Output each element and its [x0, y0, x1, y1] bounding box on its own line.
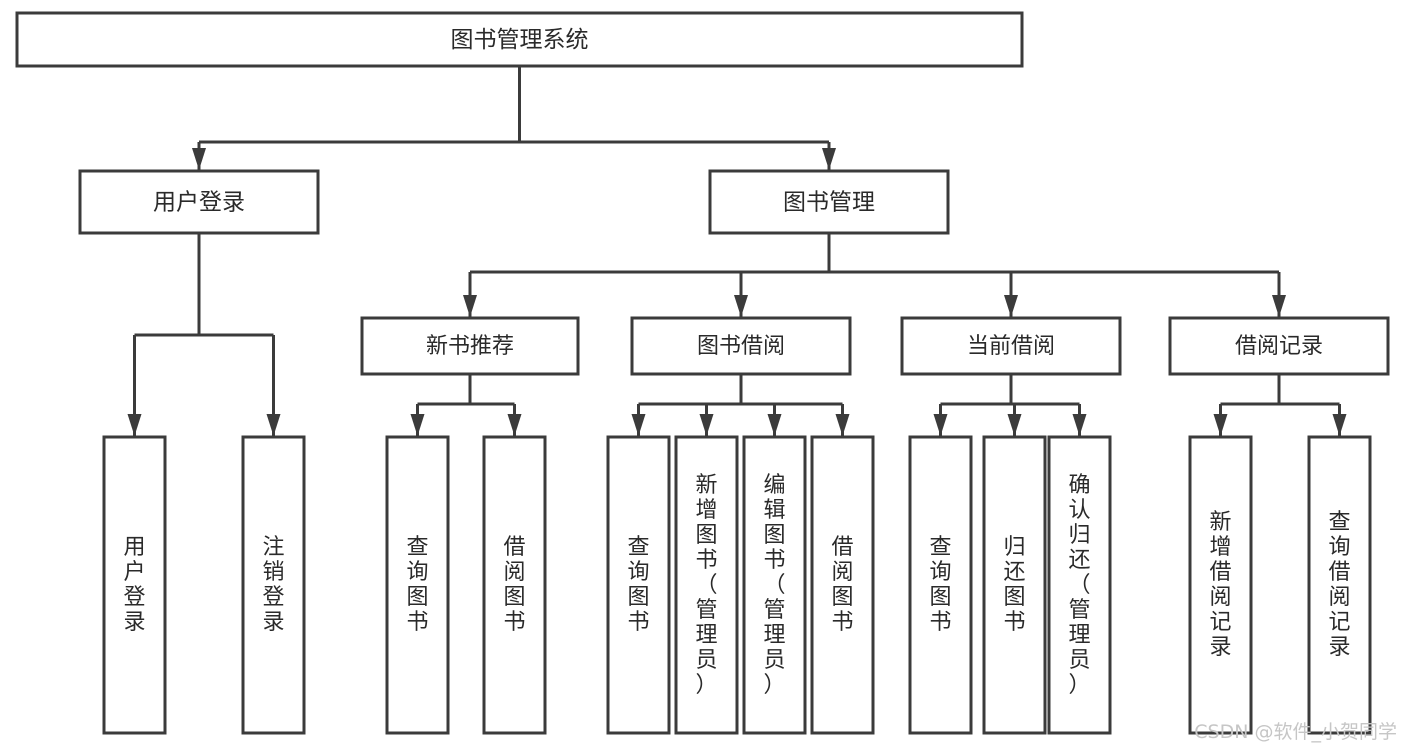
- book-manage-arrow-1: [734, 295, 748, 317]
- connector-layer: [127, 66, 1347, 436]
- leaf-book-borrow-arrow-1: [699, 414, 714, 436]
- leaf-current-borrow-arrow-0: [933, 414, 948, 436]
- node-leaf-borrow-book-rec[interactable]: [482, 435, 547, 735]
- node-leaf-user-login[interactable]: [102, 435, 167, 735]
- leaf-user-login-arrow-0: [127, 414, 142, 436]
- node-leaf-return-book[interactable]: [982, 435, 1047, 735]
- node-leaf-add-book-admin[interactable]: [674, 435, 739, 735]
- node-user-login[interactable]: [78, 169, 320, 235]
- book-manage-arrow-0: [463, 295, 477, 317]
- leaf-current-borrow-arrow-1: [1007, 414, 1022, 436]
- node-leaf-confirm-return[interactable]: [1047, 435, 1112, 735]
- leaf-user-login-arrow-1: [266, 414, 281, 436]
- node-leaf-edit-book-admin[interactable]: [742, 435, 807, 735]
- node-leaf-query-book-cur[interactable]: [908, 435, 973, 735]
- node-label-borrow-record: 借阅记录: [1235, 334, 1323, 359]
- node-root-root[interactable]: [15, 11, 1024, 68]
- node-label-user-login: 用户登录: [153, 190, 245, 216]
- leaf-borrow-record-arrow-0: [1213, 414, 1228, 436]
- leaf-new-book-recommend-arrow-0: [410, 414, 425, 436]
- root-arrow-0: [192, 148, 206, 170]
- node-label-book-manage: 图书管理: [783, 190, 875, 216]
- leaf-current-borrow-arrow-2: [1072, 414, 1087, 436]
- node-borrow-record[interactable]: [1168, 316, 1390, 376]
- node-leaf-borrow-book-bor[interactable]: [810, 435, 875, 735]
- leaf-book-borrow-arrow-2: [767, 414, 782, 436]
- node-leaf-add-borrow-record[interactable]: [1188, 435, 1253, 735]
- leaf-new-book-recommend-arrow-1: [507, 414, 522, 436]
- node-leaf-query-borrow-record[interactable]: [1307, 435, 1372, 735]
- book-manage-arrow-3: [1272, 295, 1286, 317]
- node-leaf-query-book-bor[interactable]: [606, 435, 671, 735]
- node-label-new-book-recommend: 新书推荐: [426, 334, 514, 359]
- node-label-current-borrow: 当前借阅: [967, 334, 1055, 359]
- book-manage-arrow-2: [1004, 295, 1018, 317]
- node-current-borrow[interactable]: [900, 316, 1122, 376]
- node-label-book-borrow: 图书借阅: [697, 334, 785, 359]
- root-arrow-1: [822, 148, 836, 170]
- node-leaf-user-logout[interactable]: [241, 435, 306, 735]
- node-leaf-query-book-rec[interactable]: [385, 435, 450, 735]
- node-new-book-recommend[interactable]: [360, 316, 580, 376]
- leaf-book-borrow-arrow-0: [631, 414, 646, 436]
- node-book-manage[interactable]: [708, 169, 950, 235]
- node-book-borrow[interactable]: [630, 316, 852, 376]
- leaf-book-borrow-arrow-3: [835, 414, 850, 436]
- node-box-layer: [15, 11, 1390, 735]
- leaf-borrow-record-arrow-1: [1332, 414, 1347, 436]
- node-label-root: 图书管理系统: [451, 27, 589, 53]
- csdn-watermark: CSDN @软件_小贺同学: [1194, 721, 1397, 743]
